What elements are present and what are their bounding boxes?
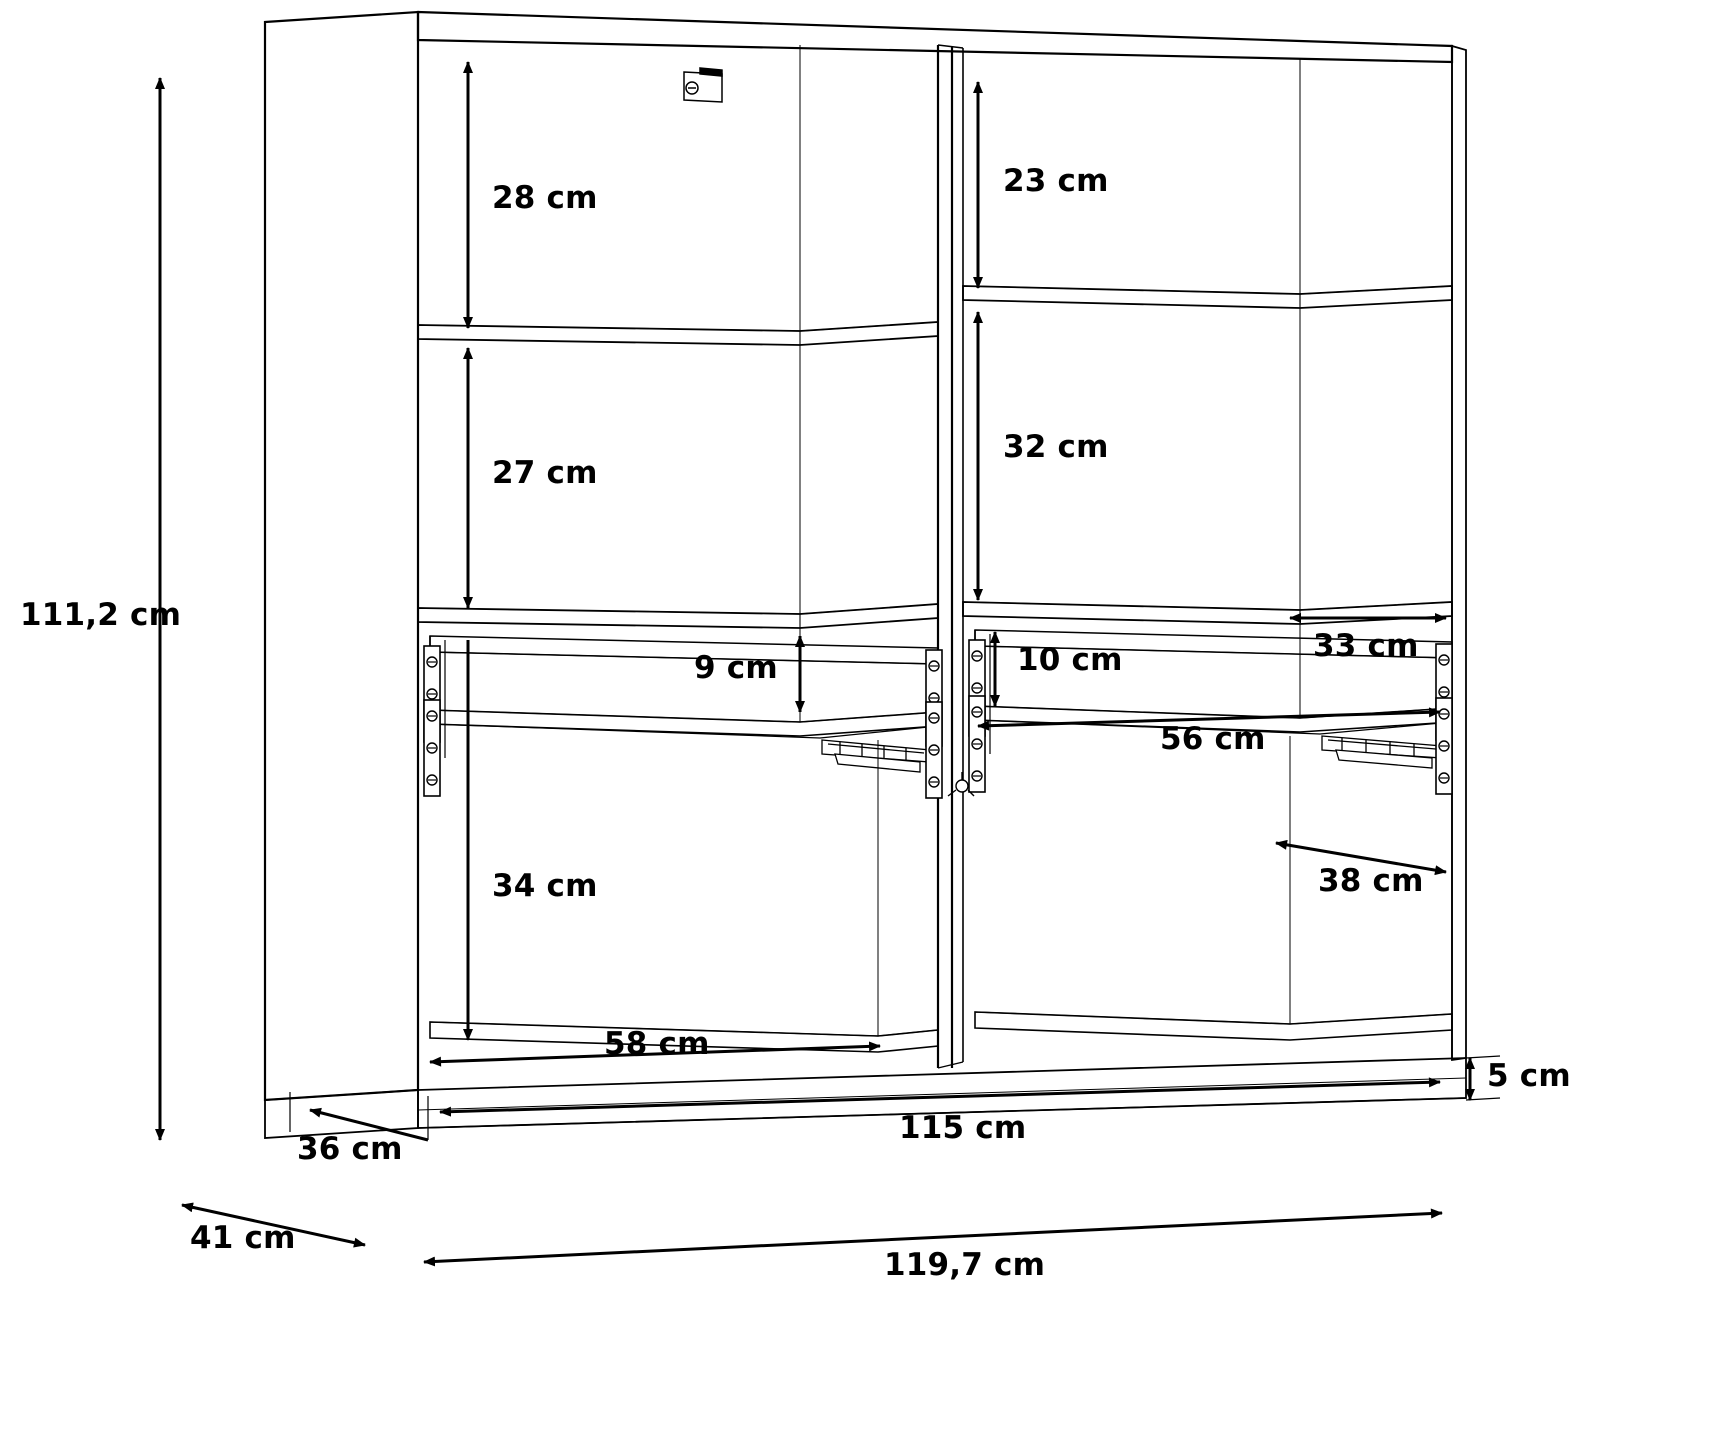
dim-overall-depth — [181, 1202, 366, 1248]
left-shelf-2 — [417, 603, 939, 629]
dim-body-width — [439, 1077, 1441, 1117]
dim-plinth-depth — [309, 1107, 429, 1142]
left-tray-slide-hardware — [821, 739, 931, 773]
door-catch-detail — [947, 772, 975, 797]
dim-right-bottom-depth — [1275, 839, 1447, 876]
label-plinth-depth: 36 cm — [297, 1131, 403, 1167]
right-tray-slide-hardware — [1321, 735, 1443, 769]
label-left-inner-width: 58 cm — [604, 1026, 710, 1062]
label-plinth-height: 5 cm — [1487, 1058, 1571, 1094]
label-overall-height: 111,2 cm — [20, 597, 182, 633]
top-bracket-fitting — [683, 67, 723, 103]
right-side-panel — [1451, 44, 1467, 1062]
left-shelf-1 — [417, 321, 939, 346]
left-tray-hinge-plates — [422, 644, 944, 800]
top-panel-front — [416, 10, 1454, 64]
right-base-floor — [974, 1011, 1453, 1041]
cabinet-carcass — [263, 10, 1467, 1139]
dim-overall-width — [423, 1208, 1443, 1267]
left-tray-top — [429, 635, 939, 665]
label-overall-width: 119,7 cm — [884, 1247, 1046, 1283]
dimension-lines — [155, 61, 1501, 1267]
label-left-tray-clearance: 9 cm — [694, 650, 778, 686]
label-overall-depth: 41 cm — [190, 1220, 296, 1256]
label-left-bottom: 34 cm — [492, 868, 598, 904]
label-left-top: 28 cm — [492, 180, 598, 216]
label-left-middle: 27 cm — [492, 455, 598, 491]
left-tray-bottom — [429, 709, 939, 737]
label-right-tray-depth: 33 cm — [1313, 628, 1419, 664]
label-right-inner-width: 56 cm — [1160, 721, 1266, 757]
label-body-width: 115 cm — [899, 1110, 1027, 1146]
dim-left-inner-width — [429, 1041, 881, 1067]
label-right-tray-clearance: 10 cm — [1017, 642, 1123, 678]
label-right-bottom-depth: 38 cm — [1318, 863, 1424, 899]
dim-right-inner-width — [977, 707, 1441, 731]
label-right-top: 23 cm — [1003, 163, 1109, 199]
left-side-panel — [263, 10, 420, 1102]
label-right-middle: 32 cm — [1003, 429, 1109, 465]
